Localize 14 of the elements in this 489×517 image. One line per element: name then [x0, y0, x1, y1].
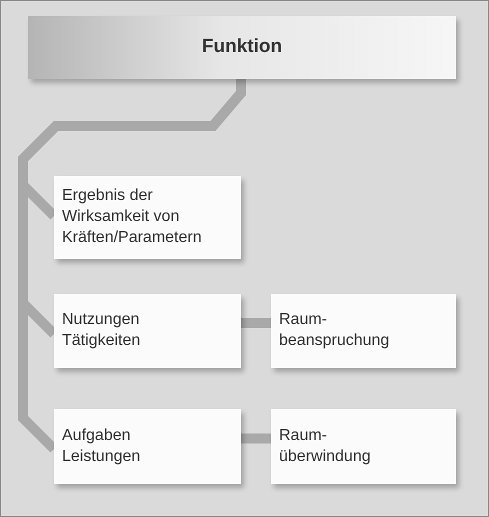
connector-line: [241, 318, 271, 328]
title-box: [28, 16, 456, 79]
text-box: [271, 294, 456, 368]
text-box: [54, 176, 241, 259]
box-text: Aufgaben Leistungen: [62, 426, 142, 466]
text-box: [54, 294, 241, 368]
box-text: Raum- überwindung: [279, 426, 372, 466]
text-box: [271, 409, 456, 484]
box-text: Ergebnis der Wirksamkeit von Kräften/Parametern: [62, 186, 203, 248]
box-text: Raum- beanspruchung: [279, 310, 390, 351]
box-text: Nutzungen Tätigkeiten: [62, 310, 142, 351]
connector-line: [241, 434, 271, 444]
box-heading: Funktion: [202, 35, 282, 60]
text-box: [54, 409, 241, 484]
